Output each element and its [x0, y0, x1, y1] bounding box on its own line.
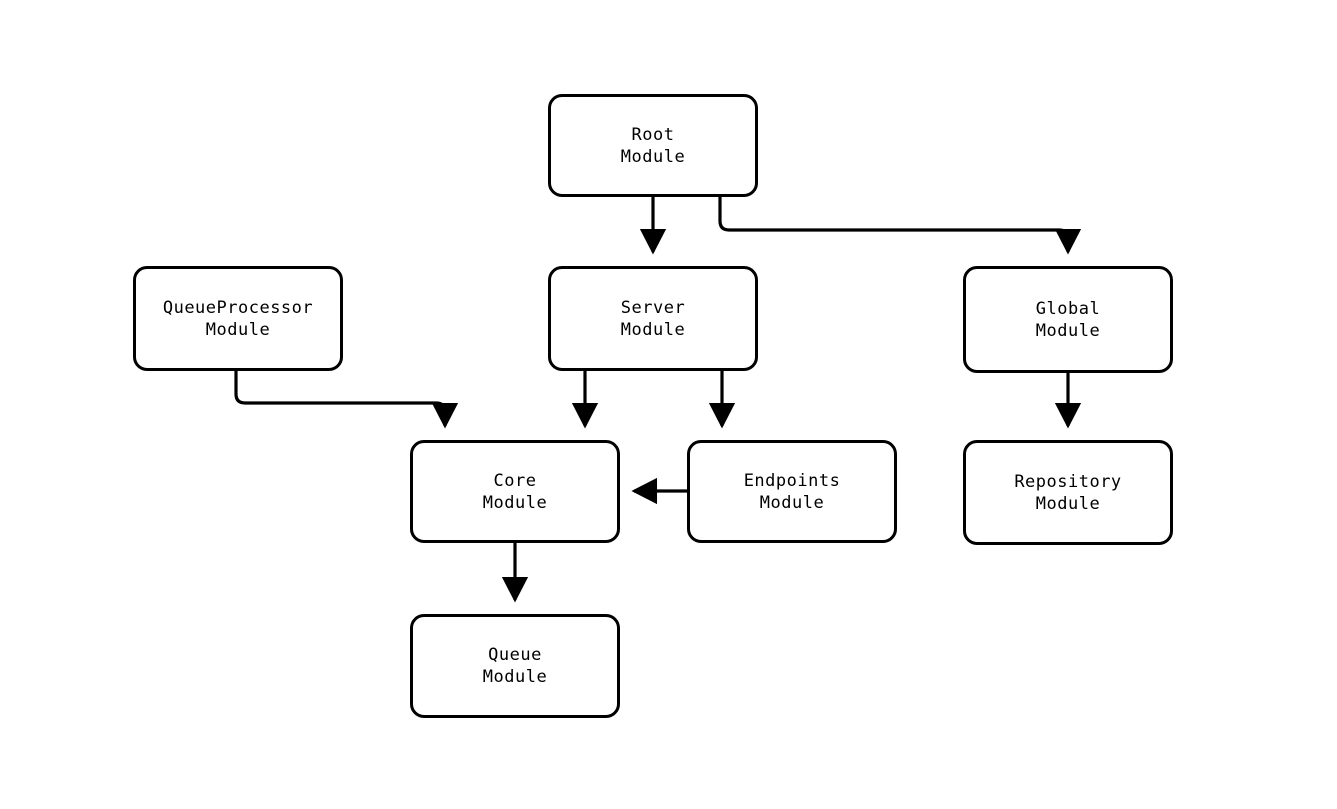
node-server-module[interactable]: Server Module [548, 266, 758, 371]
edge-root-to-global [718, 197, 1082, 255]
node-queue-module-label-line1: Queue [488, 645, 542, 665]
node-repository-module-label-line2: Module [1035, 493, 1101, 514]
node-root-module-label-line1: Root [631, 124, 675, 145]
node-queueprocessor-module-label-line1: QueueProcessor [162, 297, 314, 318]
node-global-module-label-line2: Module [1035, 320, 1101, 341]
node-core-module-label-line2: Module [482, 492, 548, 513]
node-queue-module[interactable]: Queue Module [410, 614, 620, 718]
node-global-module[interactable]: Global Module [963, 266, 1173, 373]
node-server-module-label-line1: Server [620, 297, 686, 318]
node-repository-module[interactable]: Repository Module [963, 440, 1173, 545]
node-root-module[interactable]: Root Module [548, 94, 758, 197]
node-global-module-label-line1: Global [1035, 298, 1101, 319]
node-core-module[interactable]: Core Module [410, 440, 620, 543]
node-repository-module-label-line1: Repository [1014, 471, 1122, 492]
node-endpoints-module-label-line1: Endpoints [743, 470, 841, 491]
node-endpoints-module-label-line2: Module [759, 492, 825, 513]
node-server-module-label-line2: Module [620, 319, 686, 340]
node-queue-module-label-line2: Module [482, 667, 548, 687]
node-endpoints-module[interactable]: Endpoints Module [687, 440, 897, 543]
node-root-module-label-line2: Module [620, 146, 686, 167]
node-queueprocessor-module[interactable]: QueueProcessor Module [133, 266, 343, 371]
node-core-module-label-line1: Core [493, 470, 537, 491]
edge-queueprocessor-to-core [234, 371, 459, 429]
node-queueprocessor-module-label-line2: Module [205, 319, 271, 340]
